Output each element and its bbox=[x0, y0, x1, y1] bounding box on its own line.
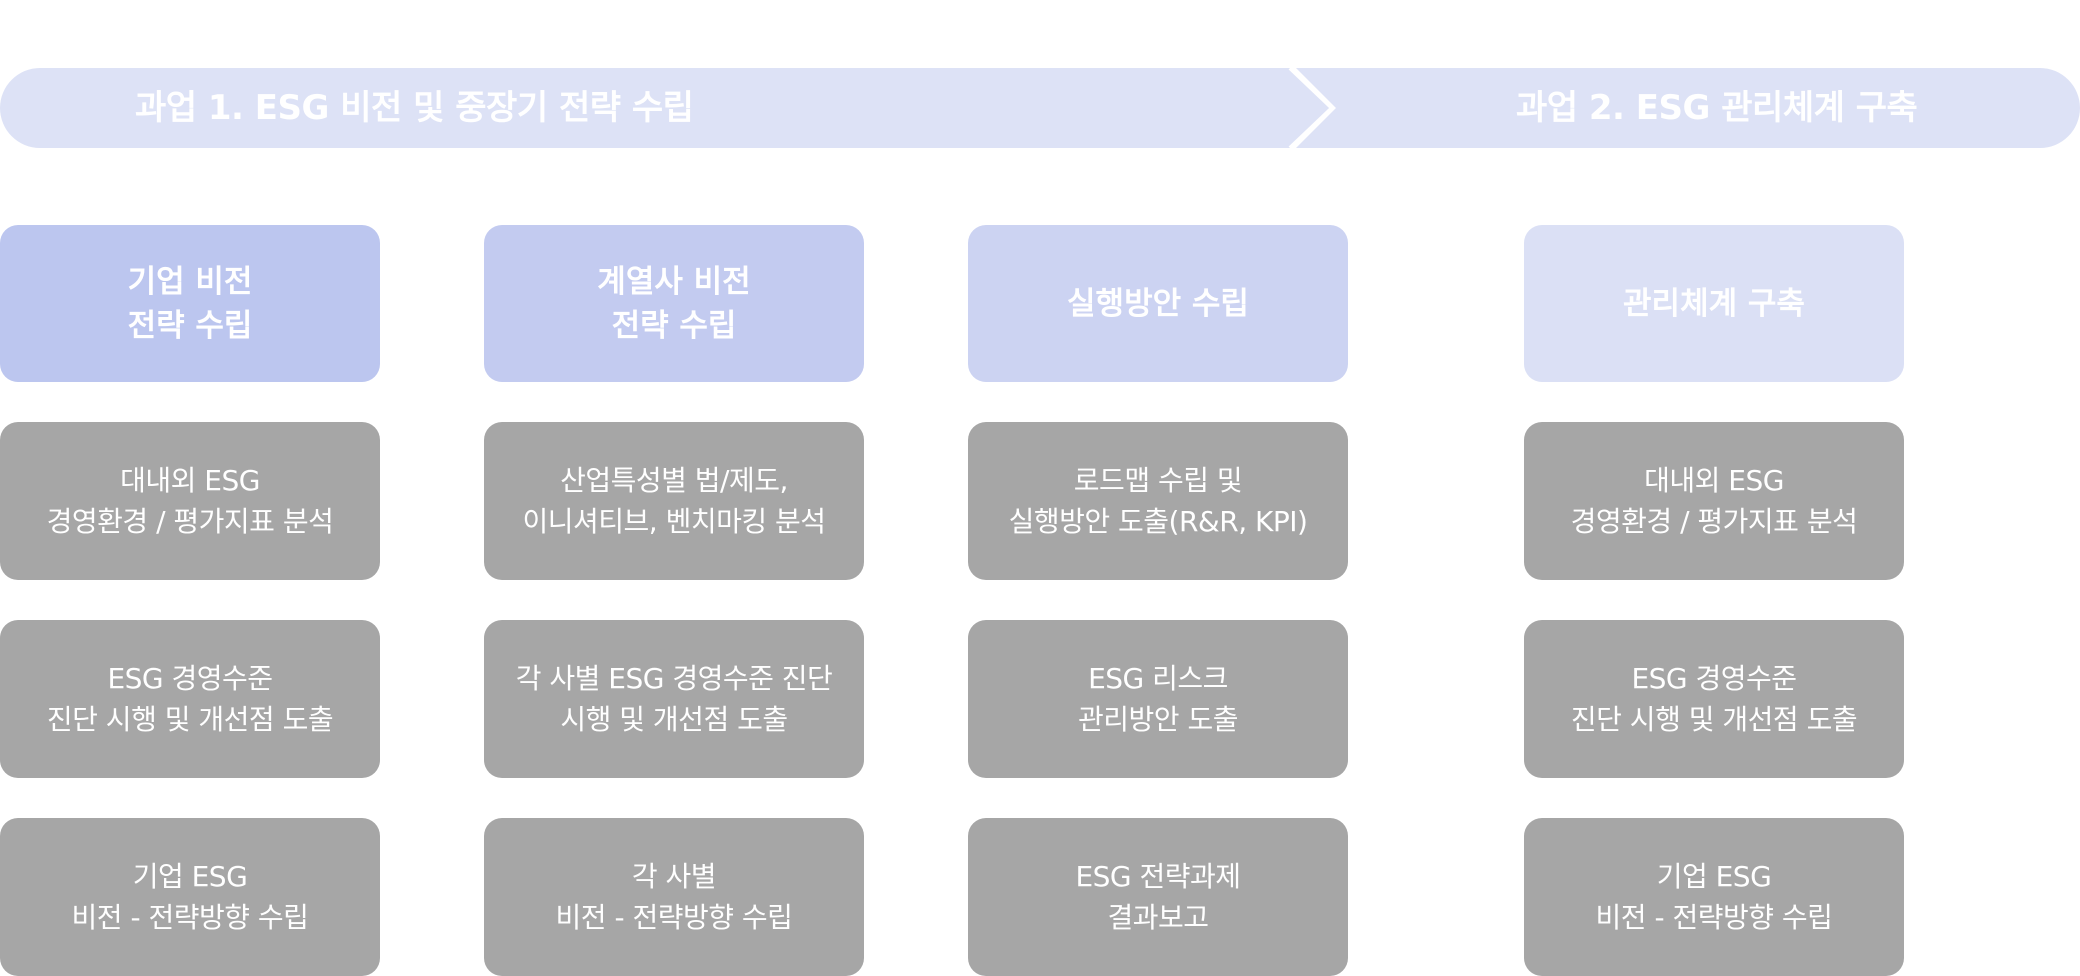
header-card-affiliate-vision: 계열사 비전 전략 수립 bbox=[484, 225, 864, 382]
phase-2-segment bbox=[1296, 68, 2080, 148]
task-card: ESG 경영수준 진단 시행 및 개선점 도출 bbox=[0, 620, 380, 778]
task-card-line: 결과보고 bbox=[1107, 901, 1209, 934]
task-card-line: ESG 리스크 bbox=[1088, 662, 1228, 695]
task-card-line: 대내외 ESG bbox=[1644, 464, 1784, 497]
task-card-line: ESG 경영수준 bbox=[107, 662, 273, 695]
header-card-line: 관리체계 구축 bbox=[1623, 285, 1805, 322]
task-card-line: ESG 전략과제 bbox=[1075, 860, 1241, 893]
task-card-line: 비전 - 전략방향 수립 bbox=[1595, 901, 1833, 934]
task-card: 기업 ESG 비전 - 전략방향 수립 bbox=[0, 818, 380, 976]
phase-1-label: 과업 1. ESG 비전 및 중장기 전략 수립 bbox=[135, 88, 694, 128]
phase-banner: 과업 1. ESG 비전 및 중장기 전략 수립 과업 2. ESG 관리체계 … bbox=[0, 68, 2080, 148]
task-card: ESG 전략과제 결과보고 bbox=[968, 818, 1348, 976]
task-card: 기업 ESG 비전 - 전략방향 수립 bbox=[1524, 818, 1904, 976]
header-card-corporate-vision: 기업 비전 전략 수립 bbox=[0, 225, 380, 382]
task-card: ESG 경영수준 진단 시행 및 개선점 도출 bbox=[1524, 620, 1904, 778]
task-card-line: 비전 - 전략방향 수립 bbox=[71, 901, 309, 934]
task-card-line: 각 사별 bbox=[631, 860, 717, 893]
task-card-line: 기업 ESG bbox=[1656, 860, 1772, 893]
task-card-line: 진단 시행 및 개선점 도출 bbox=[1570, 703, 1858, 736]
task-card: 각 사별 비전 - 전략방향 수립 bbox=[484, 818, 864, 976]
task-card-line: 실행방안 도출(R&R, KPI) bbox=[1008, 505, 1308, 538]
chevron-right-icon bbox=[1288, 68, 1335, 148]
header-card-line: 전략 수립 bbox=[127, 307, 253, 344]
task-card-line: 비전 - 전략방향 수립 bbox=[555, 901, 793, 934]
task-card: 로드맵 수립 및 실행방안 도출(R&R, KPI) bbox=[968, 422, 1348, 580]
header-card-execution-plan: 실행방안 수립 bbox=[968, 225, 1348, 382]
phase-2-label: 과업 2. ESG 관리체계 구축 bbox=[1516, 88, 1918, 128]
header-card-line: 기업 비전 bbox=[127, 263, 253, 300]
task-card-line: 로드맵 수립 및 bbox=[1073, 464, 1243, 497]
task-card-line: 산업특성별 법/제도, bbox=[560, 464, 788, 497]
phase-banner-shape bbox=[0, 68, 2080, 148]
task-card-line: 각 사별 ESG 경영수준 진단 bbox=[515, 662, 833, 695]
header-card-line: 실행방안 수립 bbox=[1067, 285, 1249, 322]
task-card: 대내외 ESG 경영환경 / 평가지표 분석 bbox=[1524, 422, 1904, 580]
task-card: 산업특성별 법/제도, 이니셔티브, 벤치마킹 분석 bbox=[484, 422, 864, 580]
phase-1-segment bbox=[0, 68, 1330, 148]
header-card-line: 전략 수립 bbox=[611, 307, 737, 344]
task-card-line: 관리방안 도출 bbox=[1078, 703, 1238, 736]
header-card-line: 계열사 비전 bbox=[597, 263, 751, 300]
task-card-line: 기업 ESG bbox=[132, 860, 248, 893]
task-card-line: 진단 시행 및 개선점 도출 bbox=[46, 703, 334, 736]
task-card: 대내외 ESG 경영환경 / 평가지표 분석 bbox=[0, 422, 380, 580]
task-card: ESG 리스크 관리방안 도출 bbox=[968, 620, 1348, 778]
task-card-line: 경영환경 / 평가지표 분석 bbox=[1570, 505, 1858, 538]
header-card-management-system: 관리체계 구축 bbox=[1524, 225, 1904, 382]
task-card-line: 이니셔티브, 벤치마킹 분석 bbox=[522, 505, 826, 538]
task-card-line: 시행 및 개선점 도출 bbox=[560, 703, 788, 736]
task-card: 각 사별 ESG 경영수준 진단 시행 및 개선점 도출 bbox=[484, 620, 864, 778]
task-card-line: ESG 경영수준 bbox=[1631, 662, 1797, 695]
task-card-line: 경영환경 / 평가지표 분석 bbox=[46, 505, 334, 538]
task-card-line: 대내외 ESG bbox=[120, 464, 260, 497]
